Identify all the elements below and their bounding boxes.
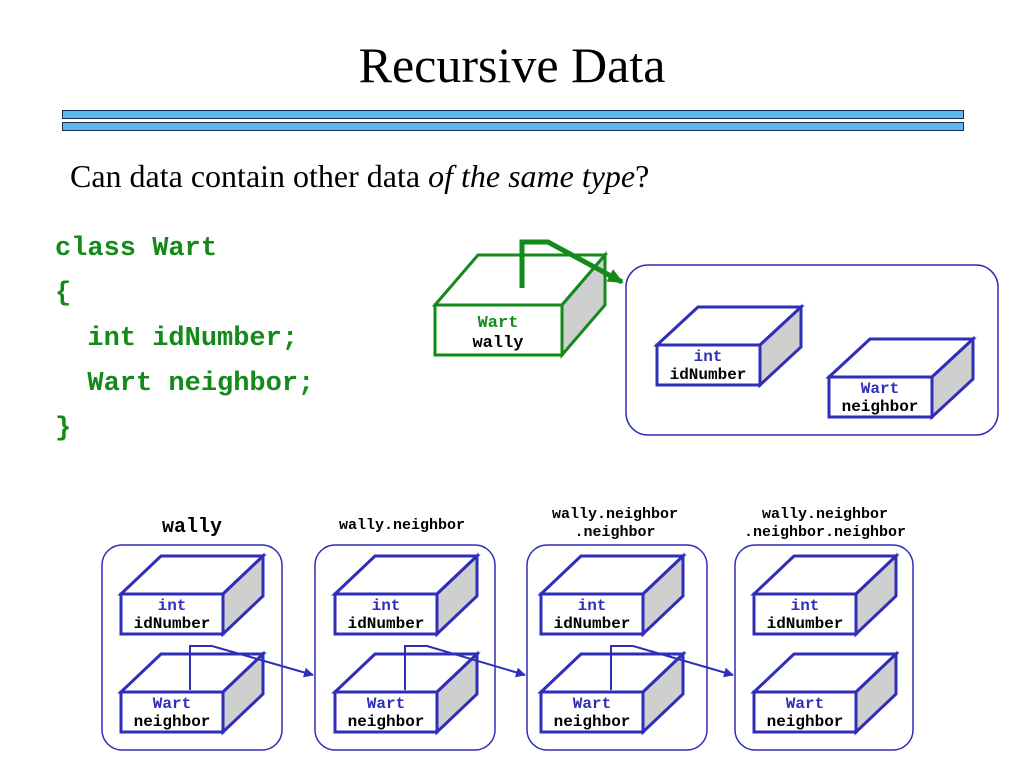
question-text: Can data contain other data of the same … <box>70 158 649 195</box>
c3-neighbor-type: Wart <box>573 695 611 713</box>
c4-neighbor-name: neighbor <box>767 713 844 731</box>
upper-neighbor-name: neighbor <box>842 398 919 416</box>
c3-id-type: int <box>578 597 607 615</box>
code-line-3: int idNumber; <box>55 324 299 354</box>
c1-id-type: int <box>158 597 187 615</box>
c3-neighbor-name: neighbor <box>554 713 631 731</box>
upper-id-type: int <box>694 348 723 366</box>
code-line-1: class Wart <box>55 234 218 264</box>
c4-id-name: idNumber <box>767 615 844 633</box>
title-rule-top <box>62 110 964 119</box>
chain-object-3: int idNumber Wart neighbor <box>526 544 708 751</box>
upper-neighbor-field: Wart neighbor <box>825 335 977 421</box>
title-rule-bottom <box>62 122 964 131</box>
wally-box-name: wally <box>472 334 523 353</box>
code-line-5: } <box>55 414 72 444</box>
neighbor-arrow-3 <box>610 645 734 690</box>
chain-label-4a: wally.neighbor <box>762 506 888 523</box>
c2-neighbor-type: Wart <box>367 695 405 713</box>
chain-label-1: wally <box>162 516 222 539</box>
upper-idnumber-field: int idNumber <box>653 303 805 389</box>
code-line-2: { <box>55 279 72 309</box>
neighbor-arrow-2 <box>404 645 526 690</box>
chain-label-3b: .neighbor <box>574 524 655 541</box>
chain-label-3a: wally.neighbor <box>552 506 678 523</box>
question-suffix: ? <box>635 158 650 194</box>
code-line-4: Wart neighbor; <box>55 369 315 399</box>
c3-id-name: idNumber <box>554 615 631 633</box>
c2-id-type: int <box>372 597 401 615</box>
upper-id-name: idNumber <box>670 366 747 384</box>
c1-neighbor-name: neighbor <box>134 713 211 731</box>
c2-id-name: idNumber <box>348 615 425 633</box>
question-prefix: Can data contain other data <box>70 158 429 194</box>
c4-id-type: int <box>791 597 820 615</box>
neighbor-arrow-1 <box>189 645 314 690</box>
c1-neighbor-type: Wart <box>153 695 191 713</box>
chain-object-4: int idNumber Wart neighbor <box>734 544 914 751</box>
page-title: Recursive Data <box>358 37 666 93</box>
wally-reference-arrow <box>519 239 624 288</box>
chain-label-4b: .neighbor.neighbor <box>744 524 906 541</box>
c1-id-name: idNumber <box>134 615 211 633</box>
wally-box-type: Wart <box>478 314 519 333</box>
c4-neighbor-type: Wart <box>786 695 824 713</box>
chain-object-1: int idNumber Wart neighbor <box>101 544 283 751</box>
question-emphasis: of the same type <box>428 158 636 194</box>
chain-label-2: wally.neighbor <box>339 517 465 534</box>
c2-neighbor-name: neighbor <box>348 713 425 731</box>
upper-neighbor-type: Wart <box>861 380 899 398</box>
